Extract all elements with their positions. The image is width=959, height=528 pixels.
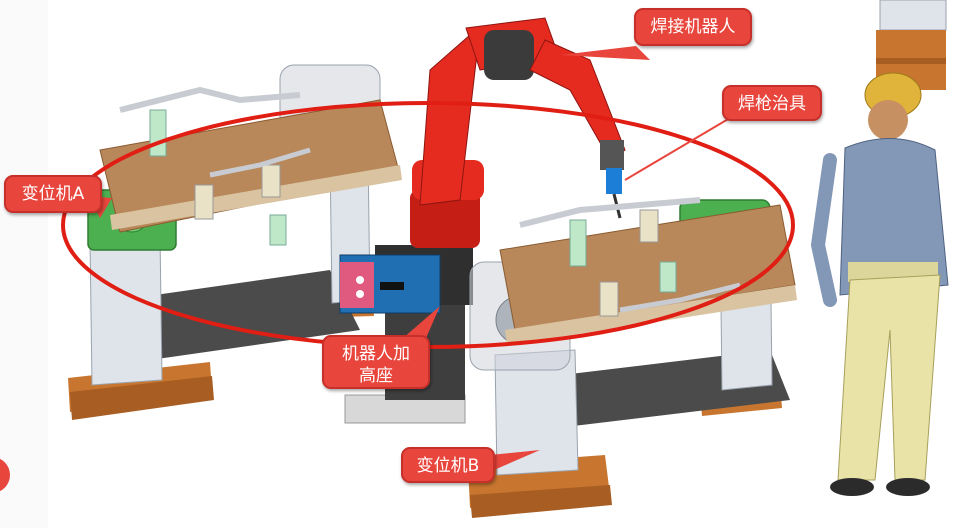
- welding-robot: [410, 17, 626, 248]
- robot-callout-pointer: [560, 46, 650, 60]
- robot-riser: [339, 245, 473, 424]
- riser-callout: 机器人加高座: [322, 335, 430, 389]
- torch-callout-pointer: [624, 114, 736, 181]
- partial-red-circle: [0, 458, 10, 492]
- torch-fixture-callout: 焊枪治具: [722, 85, 822, 121]
- positioner-b: [468, 197, 797, 518]
- positioner-b-callout: 变位机B: [401, 447, 495, 483]
- positioner-a-callout: 变位机A: [4, 175, 102, 213]
- operator-figure: [810, 72, 949, 496]
- robot-callout: 焊接机器人: [634, 8, 752, 46]
- positioner-b-callout-pointer: [480, 450, 540, 470]
- left-margin-band: [0, 0, 48, 528]
